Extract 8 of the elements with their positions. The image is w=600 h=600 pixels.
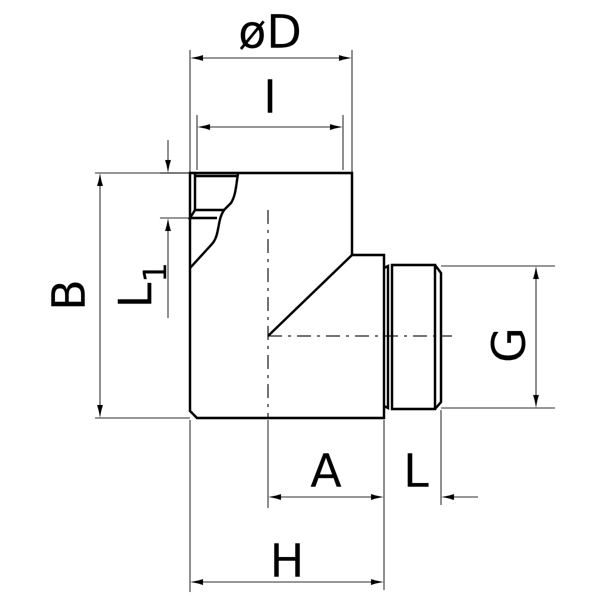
- dimension-label: B: [51, 282, 85, 306]
- dimension-label: A: [310, 453, 342, 487]
- dimension-label: G: [490, 330, 526, 360]
- dimension-label: H: [274, 543, 300, 577]
- dimension-label: L: [408, 453, 429, 487]
- dimension-label: L$_{1}$: [118, 265, 166, 304]
- dimension-label: øD: [240, 14, 300, 50]
- dimension-label: I: [268, 79, 272, 113]
